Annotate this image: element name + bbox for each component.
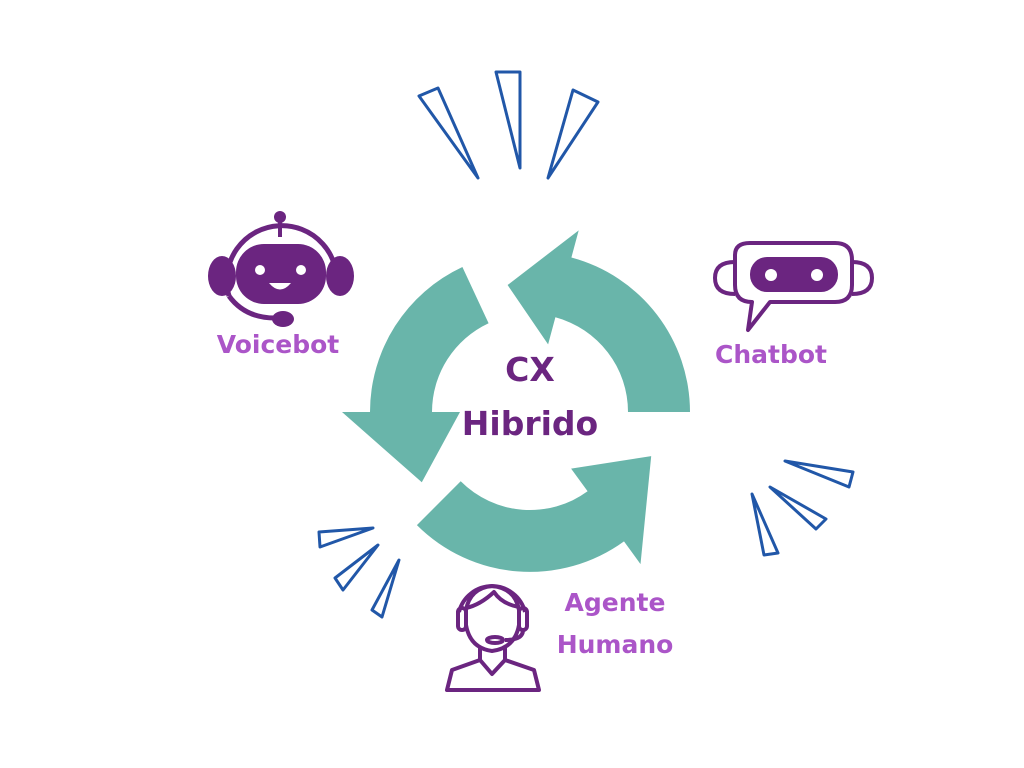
spark-lines: [317, 70, 855, 619]
spark-icon: [370, 558, 401, 619]
chatbot-speech-bubble-icon: [712, 241, 875, 332]
voicebot-label: Voicebot: [216, 330, 340, 359]
cycle-arrows: [342, 230, 690, 572]
arrow-voicebot-to-agent: [342, 267, 489, 483]
spark-icon: [768, 485, 828, 531]
spark-icon: [494, 70, 522, 170]
spark-icon: [317, 526, 375, 549]
spark-icon: [333, 543, 380, 592]
arrow-chatbot-to-voicebot: [507, 230, 690, 412]
human-agent-headset-icon: [445, 584, 541, 692]
arrow-agent-to-chatbot: [416, 456, 652, 572]
spark-icon: [783, 459, 855, 489]
voicebot-robot-headset-icon: [208, 211, 354, 327]
center-title-line1: CX: [505, 350, 555, 389]
agent-label-line2: Humano: [556, 630, 674, 659]
center-title-line2: Hibrido: [461, 404, 599, 443]
spark-icon: [417, 86, 480, 180]
spark-icon: [546, 88, 600, 180]
chatbot-label: Chatbot: [715, 340, 827, 369]
spark-icon: [750, 492, 780, 557]
agent-label-line1: Agente: [564, 588, 666, 617]
